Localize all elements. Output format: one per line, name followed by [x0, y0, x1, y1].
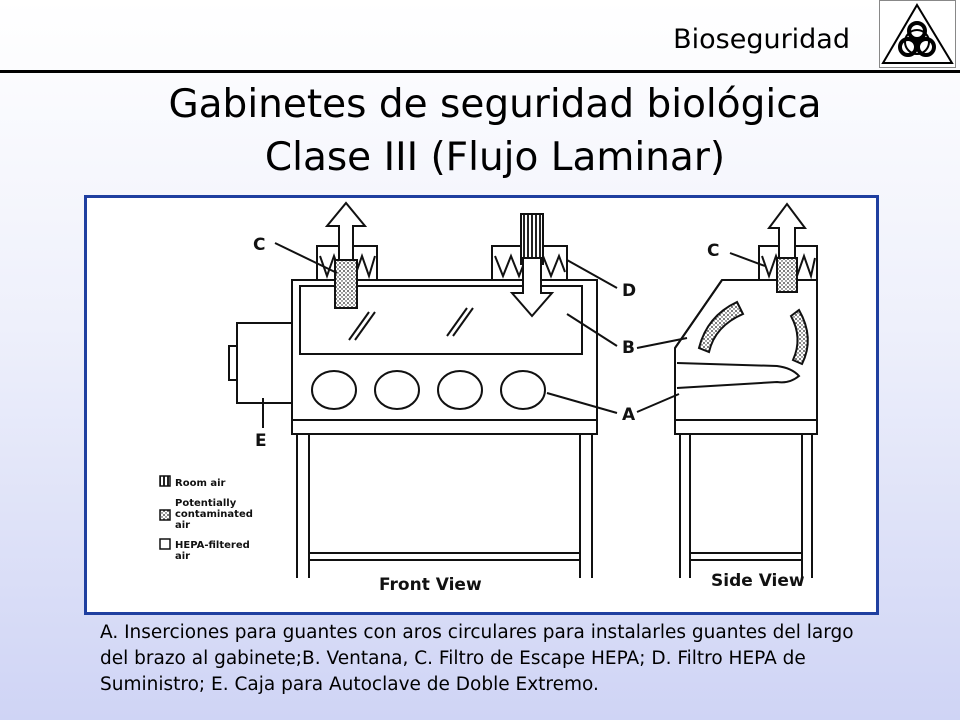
- front-window: [299, 285, 583, 355]
- legend-contaminated-3: air: [175, 520, 190, 531]
- legend-room-air: Room air: [175, 478, 226, 489]
- cabinet-drawing: C D B A E C: [159, 201, 818, 595]
- glove-port-4: [500, 370, 546, 410]
- front-view: [228, 201, 618, 578]
- supply-filter: [520, 213, 544, 265]
- header-rule: [0, 70, 960, 73]
- label-c-side: C: [707, 241, 719, 261]
- glove-port-3: [437, 370, 483, 410]
- legend: [159, 475, 171, 550]
- autoclave-box: [236, 322, 293, 404]
- exhaust-filter: [334, 259, 358, 309]
- label-e: E: [255, 431, 267, 451]
- label-d: D: [622, 281, 636, 301]
- glove-port-2: [374, 370, 420, 410]
- figure-caption: A. Inserciones para guantes con aros cir…: [100, 622, 854, 695]
- legend-swatch-room-air: [159, 475, 171, 487]
- legend-hepa-2: air: [175, 551, 190, 562]
- label-a-front: A: [622, 405, 636, 425]
- legend-contaminated-2: contaminated: [175, 509, 253, 520]
- legend-swatch-contaminated: [159, 509, 171, 521]
- section-label: Bioseguridad: [673, 24, 850, 55]
- airflow-arrow-down: [697, 300, 745, 354]
- page-title-line-1: Gabinetes de seguridad biológica: [168, 82, 822, 127]
- side-exhaust-arrow-up: [767, 202, 807, 259]
- legend-contaminated-1: Potentially: [175, 498, 237, 509]
- biohazard-logo: [879, 0, 956, 68]
- label-c-front: C: [253, 235, 265, 255]
- front-view-label: Front View: [379, 575, 482, 595]
- cabinet-diagram: C D B A E C: [84, 195, 879, 615]
- supply-arrow-down: [509, 257, 555, 318]
- legend-hepa-1: HEPA-filtered: [175, 540, 250, 551]
- legend-swatch-hepa: [159, 538, 171, 550]
- airflow-arrow-up: [789, 308, 809, 366]
- label-b-front: B: [622, 338, 635, 358]
- side-view-label: Side View: [711, 571, 805, 591]
- page-title-line-2: Clase III (Flujo Laminar): [264, 135, 726, 180]
- glove-arm: [676, 362, 801, 389]
- exhaust-arrow-up: [324, 201, 368, 261]
- biohazard-icon: [881, 3, 954, 64]
- side-view: [636, 202, 818, 578]
- glove-port-1: [311, 370, 357, 410]
